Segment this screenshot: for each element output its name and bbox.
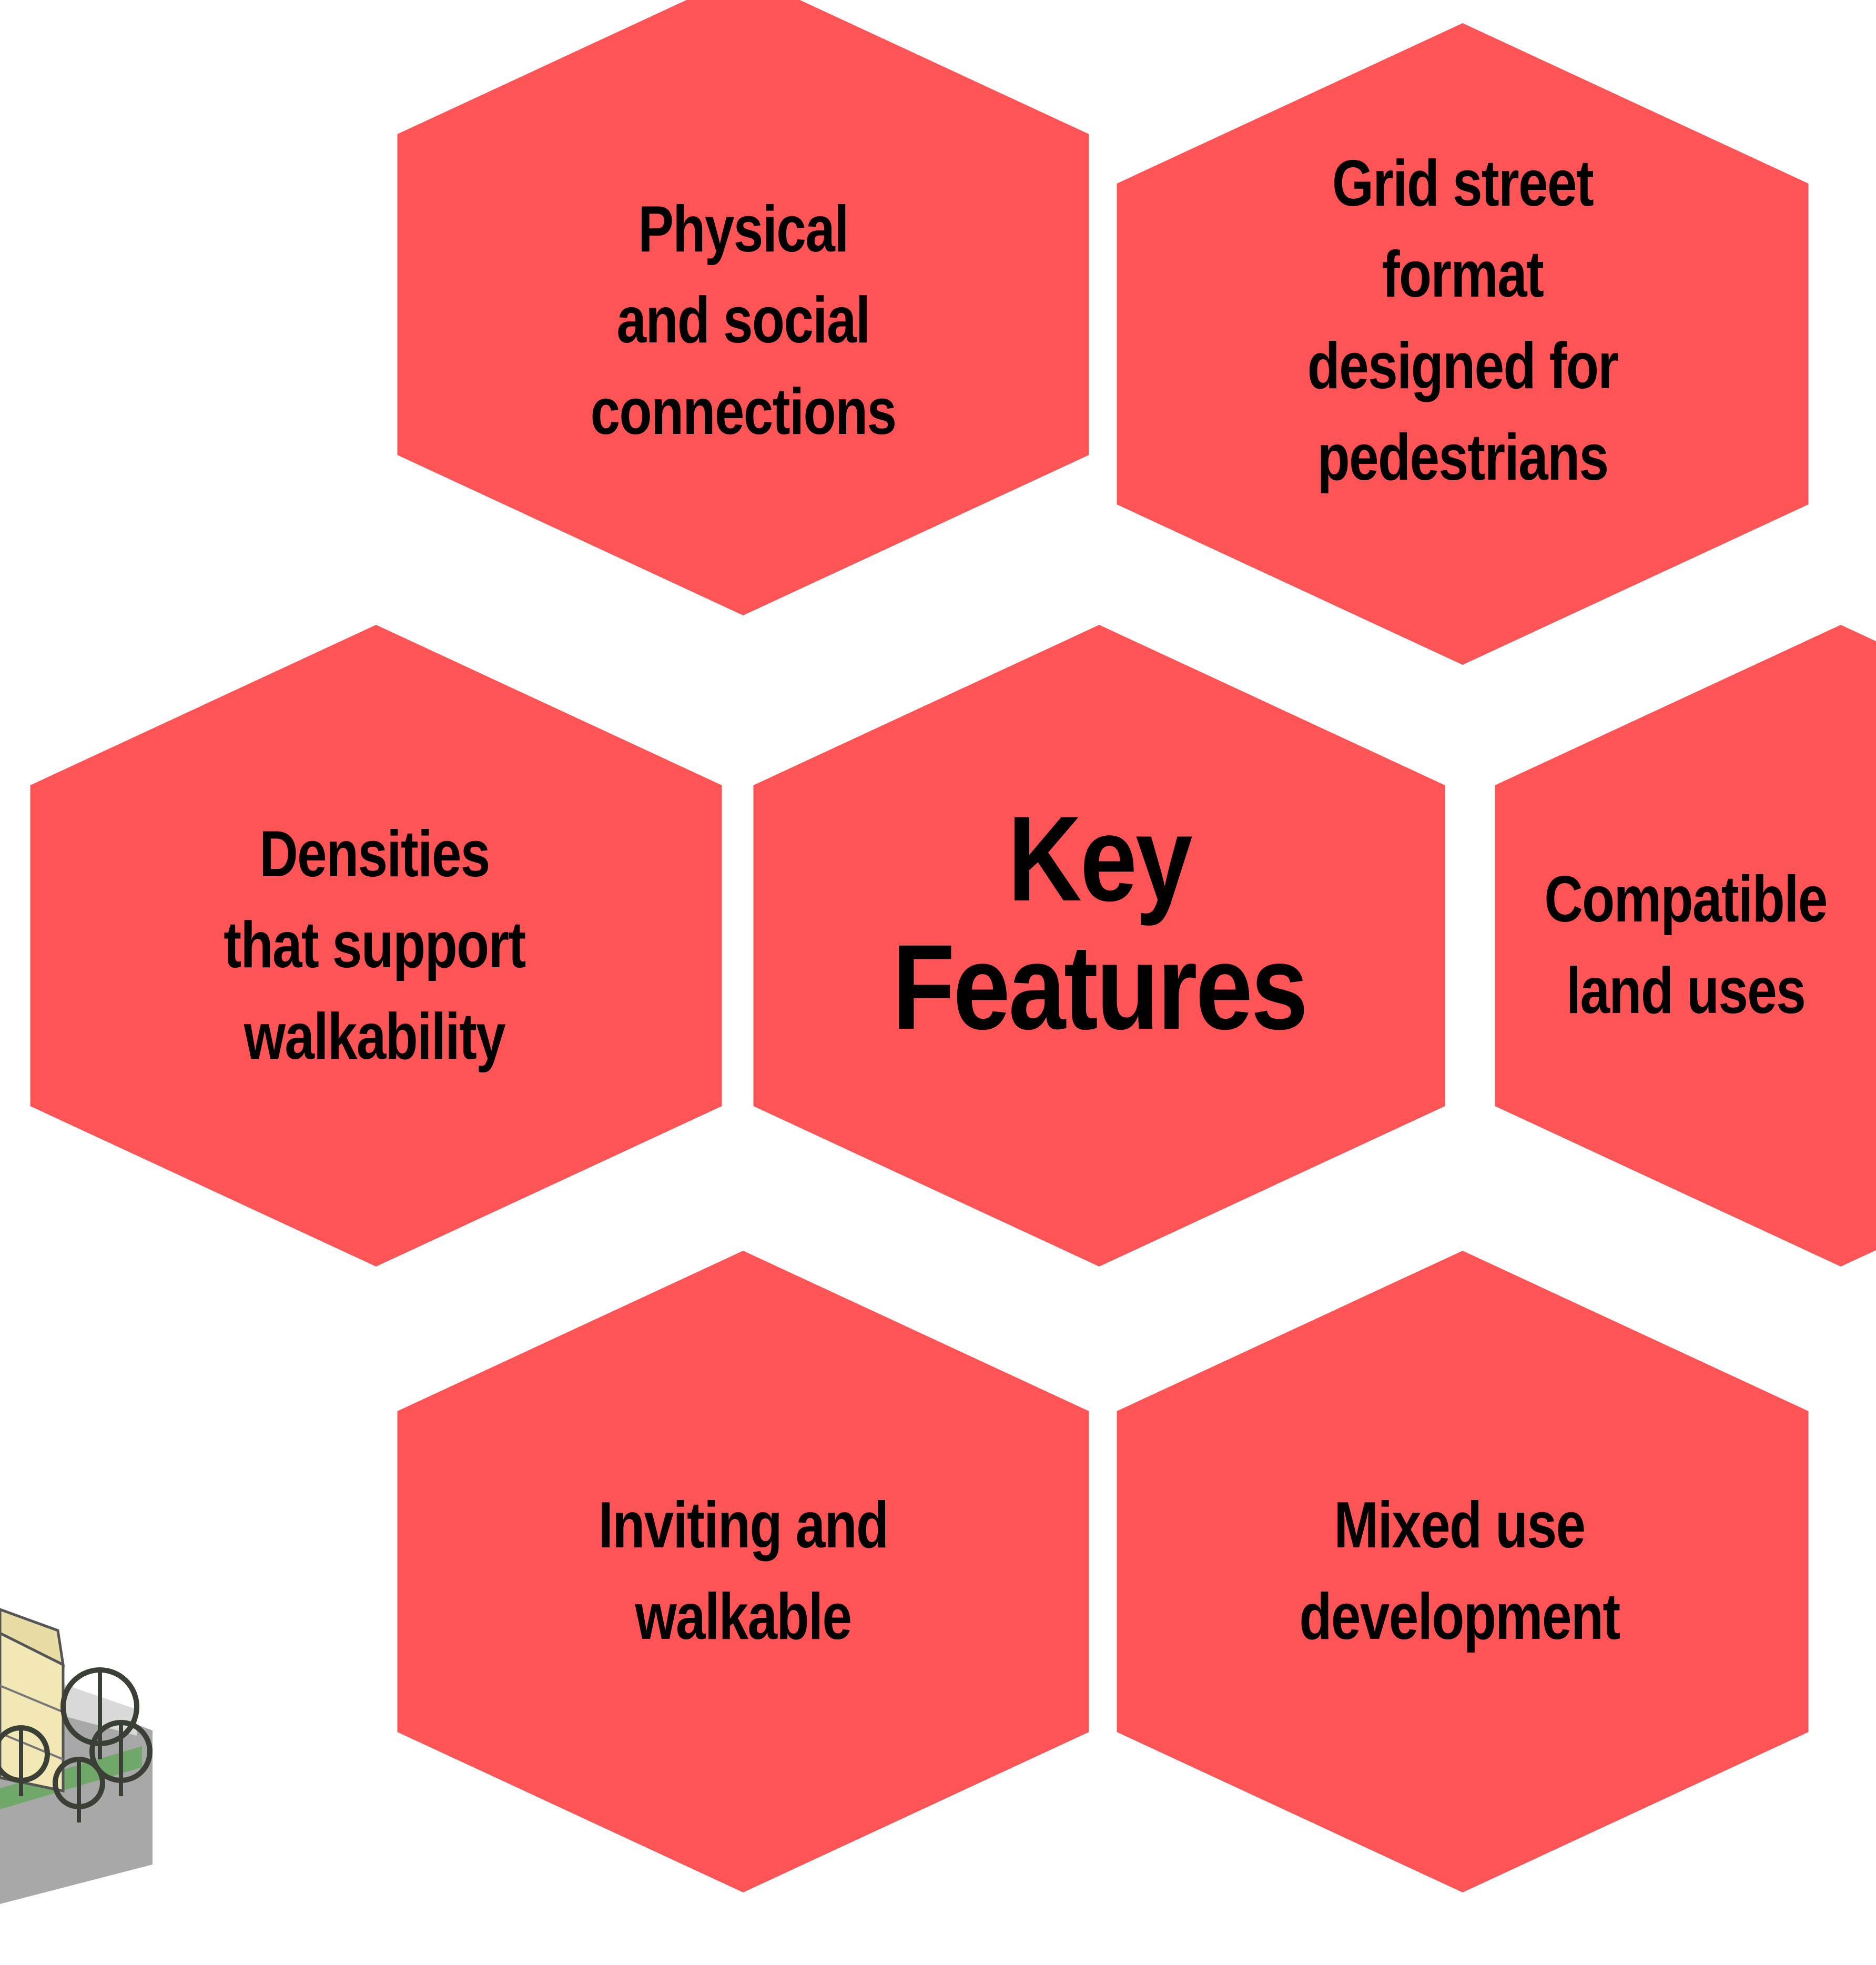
hexagon-inviting-walkable: [397, 1251, 1089, 1892]
feature-label-line: and social: [616, 284, 871, 357]
feature-label-line: walkable: [635, 1581, 852, 1653]
feature-label-mixed-use: Mixed use development: [1201, 1335, 1718, 1808]
feature-label-line: land uses: [1566, 955, 1806, 1027]
hexagon-key-features: [753, 625, 1445, 1267]
building-floor-line: [0, 1685, 64, 1713]
feature-label-line: connections: [590, 375, 897, 448]
feature-label-line: Physical: [638, 193, 849, 266]
hexagon-grid-street: [1117, 23, 1809, 665]
feature-label-line: that support: [224, 909, 526, 982]
feature-label-line: pedestrians: [1317, 421, 1609, 494]
feature-label-line: Compatible: [1544, 863, 1828, 936]
hexagon-compatible-land: [1495, 625, 1876, 1267]
feature-label-inviting-walkable: Inviting and walkable: [484, 1335, 1002, 1808]
hexagon-layer: [30, 0, 1876, 1892]
feature-label-line: designed for: [1307, 330, 1619, 402]
center-title-line: Features: [892, 919, 1308, 1055]
building-floor-line: [0, 1732, 64, 1760]
center-title: Key Features: [831, 686, 1367, 1160]
feature-label-line: Densities: [259, 817, 490, 890]
feature-label-physical-social: Physical and social connections: [484, 84, 1002, 558]
feature-label-line: Inviting and: [598, 1489, 889, 1562]
building-illustration: [0, 1608, 153, 1904]
feature-label-line: walkability: [244, 1000, 506, 1073]
feature-label-line: Mixed use: [1334, 1489, 1586, 1562]
feature-label-grid-street: Grid street format designed for pedestri…: [1204, 84, 1721, 558]
hexagon-densities: [30, 625, 722, 1267]
feature-label-line: format: [1382, 238, 1544, 311]
hexagon-physical-social: [397, 0, 1089, 615]
hexagon-mixed-use: [1117, 1251, 1809, 1892]
building-roof: [0, 1608, 65, 1667]
feature-label-densities: Densities that support walkability: [116, 709, 633, 1182]
feature-label-compatible-land: Compatible land uses: [1427, 709, 1876, 1182]
feature-label-line: development: [1299, 1581, 1620, 1653]
grass-strip: [0, 1746, 142, 1809]
center-title-line: Key: [1007, 791, 1193, 927]
feature-label-line: Grid street: [1332, 147, 1594, 220]
